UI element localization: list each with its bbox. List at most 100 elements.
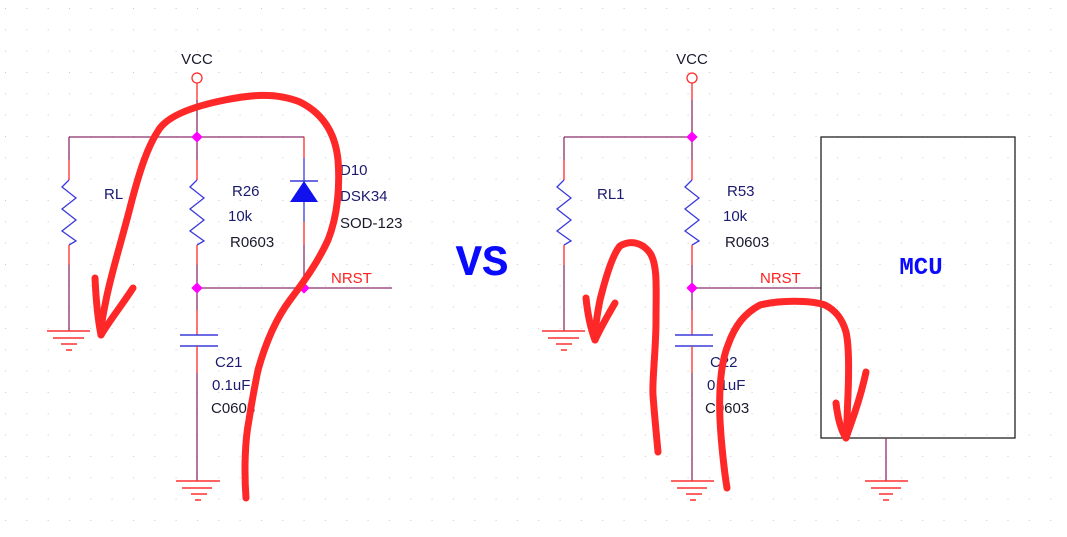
grid-dot: [516, 477, 518, 479]
grid-dot: [580, 477, 582, 479]
grid-dot: [538, 29, 540, 31]
grid-dot: [964, 200, 966, 201]
grid-dot: [1050, 455, 1052, 457]
grid-dot: [666, 391, 668, 393]
grid-dot: [644, 264, 646, 265]
grid-dot: [474, 72, 476, 73]
grid-dot: [367, 413, 369, 415]
grid-dot: [303, 455, 305, 457]
grid-dot: [410, 72, 412, 73]
grid-dot: [580, 498, 582, 500]
grid-dot: [794, 8, 796, 9]
left-r26-ref: R26: [232, 183, 260, 200]
left-arrowhead: [91, 274, 137, 339]
grid-dot: [26, 327, 28, 329]
grid-dot: [580, 93, 582, 95]
grid-dot: [602, 455, 604, 457]
grid-dot: [516, 370, 518, 372]
grid-dot: [602, 93, 604, 95]
grid-dot: [751, 285, 753, 287]
grid-dot: [772, 50, 774, 52]
grid-dot: [986, 391, 988, 393]
grid-dot: [516, 498, 518, 500]
grid-dot: [986, 50, 988, 52]
grid-dot: [964, 434, 966, 436]
grid-dot: [261, 242, 262, 244]
grid-dot: [1050, 242, 1052, 244]
grid-dot: [346, 72, 348, 73]
grid-dot: [538, 349, 540, 351]
grid-dot: [495, 285, 497, 287]
grid-dot: [730, 264, 732, 265]
grid-dot: [5, 391, 6, 393]
grid-dot: [730, 306, 732, 308]
grid-dot: [730, 349, 732, 351]
grid-dot: [559, 136, 561, 137]
grid-dot: [282, 391, 284, 393]
grid-dot: [559, 370, 561, 372]
grid-dot: [687, 349, 689, 351]
grid-dot: [666, 413, 668, 415]
grid-dot: [516, 242, 518, 244]
grid-dot: [90, 349, 92, 351]
grid-dot: [410, 264, 412, 265]
grid-dot: [324, 200, 326, 201]
grid-dot: [1007, 370, 1009, 372]
grid-dot: [943, 434, 945, 436]
grid-dot: [133, 498, 134, 500]
grid-dot: [1050, 349, 1052, 351]
grid-dot: [346, 413, 348, 415]
grid-dot: [5, 370, 6, 372]
grid-dot: [666, 178, 668, 180]
grid-dot: [858, 306, 860, 308]
grid-dot: [346, 178, 348, 180]
grid-dot: [282, 349, 284, 351]
grid-dot: [986, 434, 988, 436]
grid-dot: [154, 72, 156, 73]
grid-dot: [26, 72, 28, 73]
grid-dot: [1007, 29, 1009, 31]
mcu-block: [820, 136, 1016, 439]
grid-dot: [154, 93, 156, 95]
grid-dot: [495, 8, 497, 9]
grid-dot: [794, 200, 796, 201]
grid-dot: [964, 391, 966, 393]
grid-dot: [602, 477, 604, 479]
grid-dot: [751, 477, 753, 479]
grid-dot: [858, 264, 860, 265]
grid-dot: [623, 200, 625, 201]
grid-dot: [1050, 434, 1052, 436]
grid-dot: [90, 29, 92, 31]
grid-dot: [111, 242, 113, 244]
grid-dot: [282, 29, 284, 31]
grid-dot: [794, 327, 796, 329]
grid-dot: [943, 114, 945, 116]
grid-dot: [922, 8, 924, 9]
grid-dot: [879, 29, 881, 31]
grid-dot: [644, 93, 646, 95]
grid-dot: [922, 50, 924, 52]
grid-dot: [154, 327, 156, 329]
grid-dot: [730, 391, 732, 393]
grid-dot: [516, 8, 518, 9]
grid-dot: [516, 349, 518, 351]
grid-dot: [559, 93, 561, 95]
grid-dot: [666, 327, 668, 329]
grid-dot: [26, 221, 28, 223]
grid-dot: [879, 221, 881, 223]
grid-dot: [836, 349, 838, 351]
left-r26-value: 10k: [228, 208, 253, 225]
grid-dot: [879, 50, 881, 52]
grid-dot: [1028, 93, 1030, 95]
grid-dot: [836, 455, 838, 457]
grid-dot: [666, 72, 668, 73]
grid-dot: [602, 200, 604, 201]
grid-dot: [324, 50, 326, 52]
grid-dot: [1007, 477, 1009, 479]
grid-dot: [282, 157, 284, 159]
grid-dot: [858, 72, 860, 73]
grid-dot: [1007, 498, 1009, 500]
grid-dot: [794, 285, 796, 287]
grid-dot: [175, 157, 177, 159]
grid-dot: [1028, 434, 1030, 436]
